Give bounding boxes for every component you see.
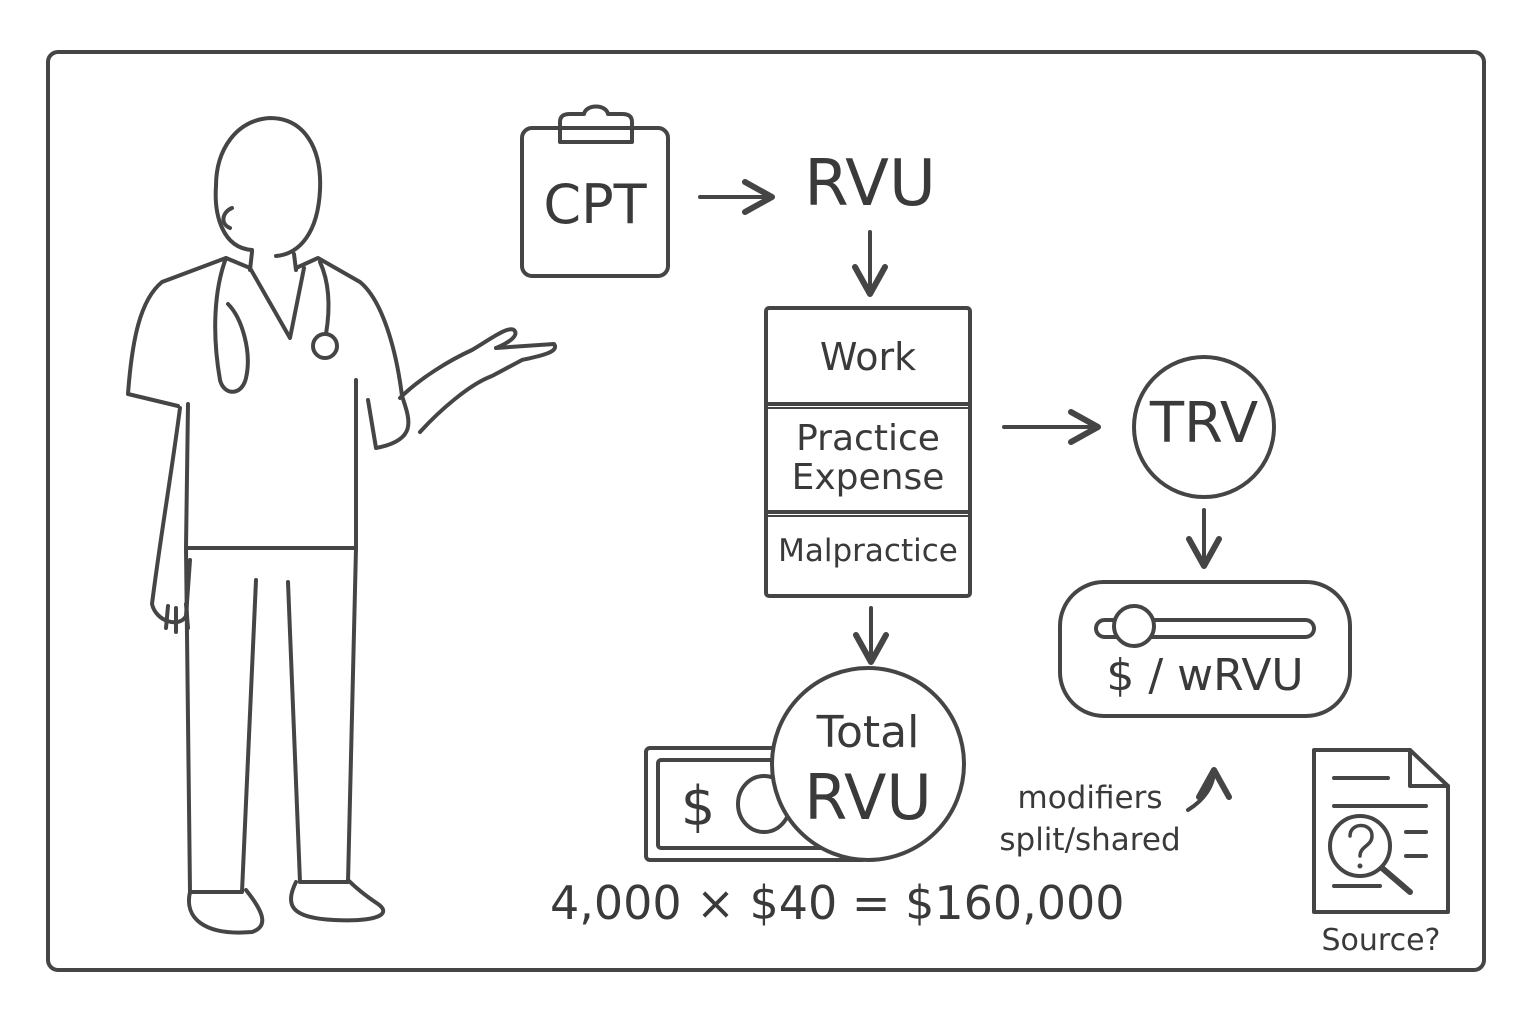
compensation-equation: 4,000 × $40 = $160,000 [550, 876, 1125, 930]
total-rvu-line1: Total [816, 707, 920, 758]
rvu-label: RVU [804, 147, 936, 221]
rate-label: $ / wRVU [1106, 650, 1304, 701]
component-practice-expense-label: Practice Expense [791, 418, 945, 498]
slider-icon [1058, 580, 1352, 718]
rvu-components-box [764, 306, 972, 598]
clipboard-icon [520, 104, 670, 278]
component-malpractice-label: Malpractice [778, 533, 958, 569]
cpt-label: CPT [543, 173, 647, 236]
total-rvu-label: Total RVU [770, 706, 966, 835]
physician-figure-icon [126, 116, 558, 935]
component-work-label: Work [819, 335, 917, 379]
trv-label: TRV [1149, 391, 1259, 456]
bill-dollar-symbol: $ [680, 775, 716, 838]
diagram-frame [46, 50, 1486, 972]
total-rvu-line2: RVU [804, 760, 932, 834]
trv-circle [1132, 355, 1276, 499]
modifiers-label: modifiers split/shared [999, 780, 1181, 859]
source-label: Source? [1321, 923, 1441, 958]
document-search-icon [1312, 748, 1450, 914]
total-rvu-circle [770, 666, 966, 862]
curved-arrow-icon [1186, 767, 1232, 812]
